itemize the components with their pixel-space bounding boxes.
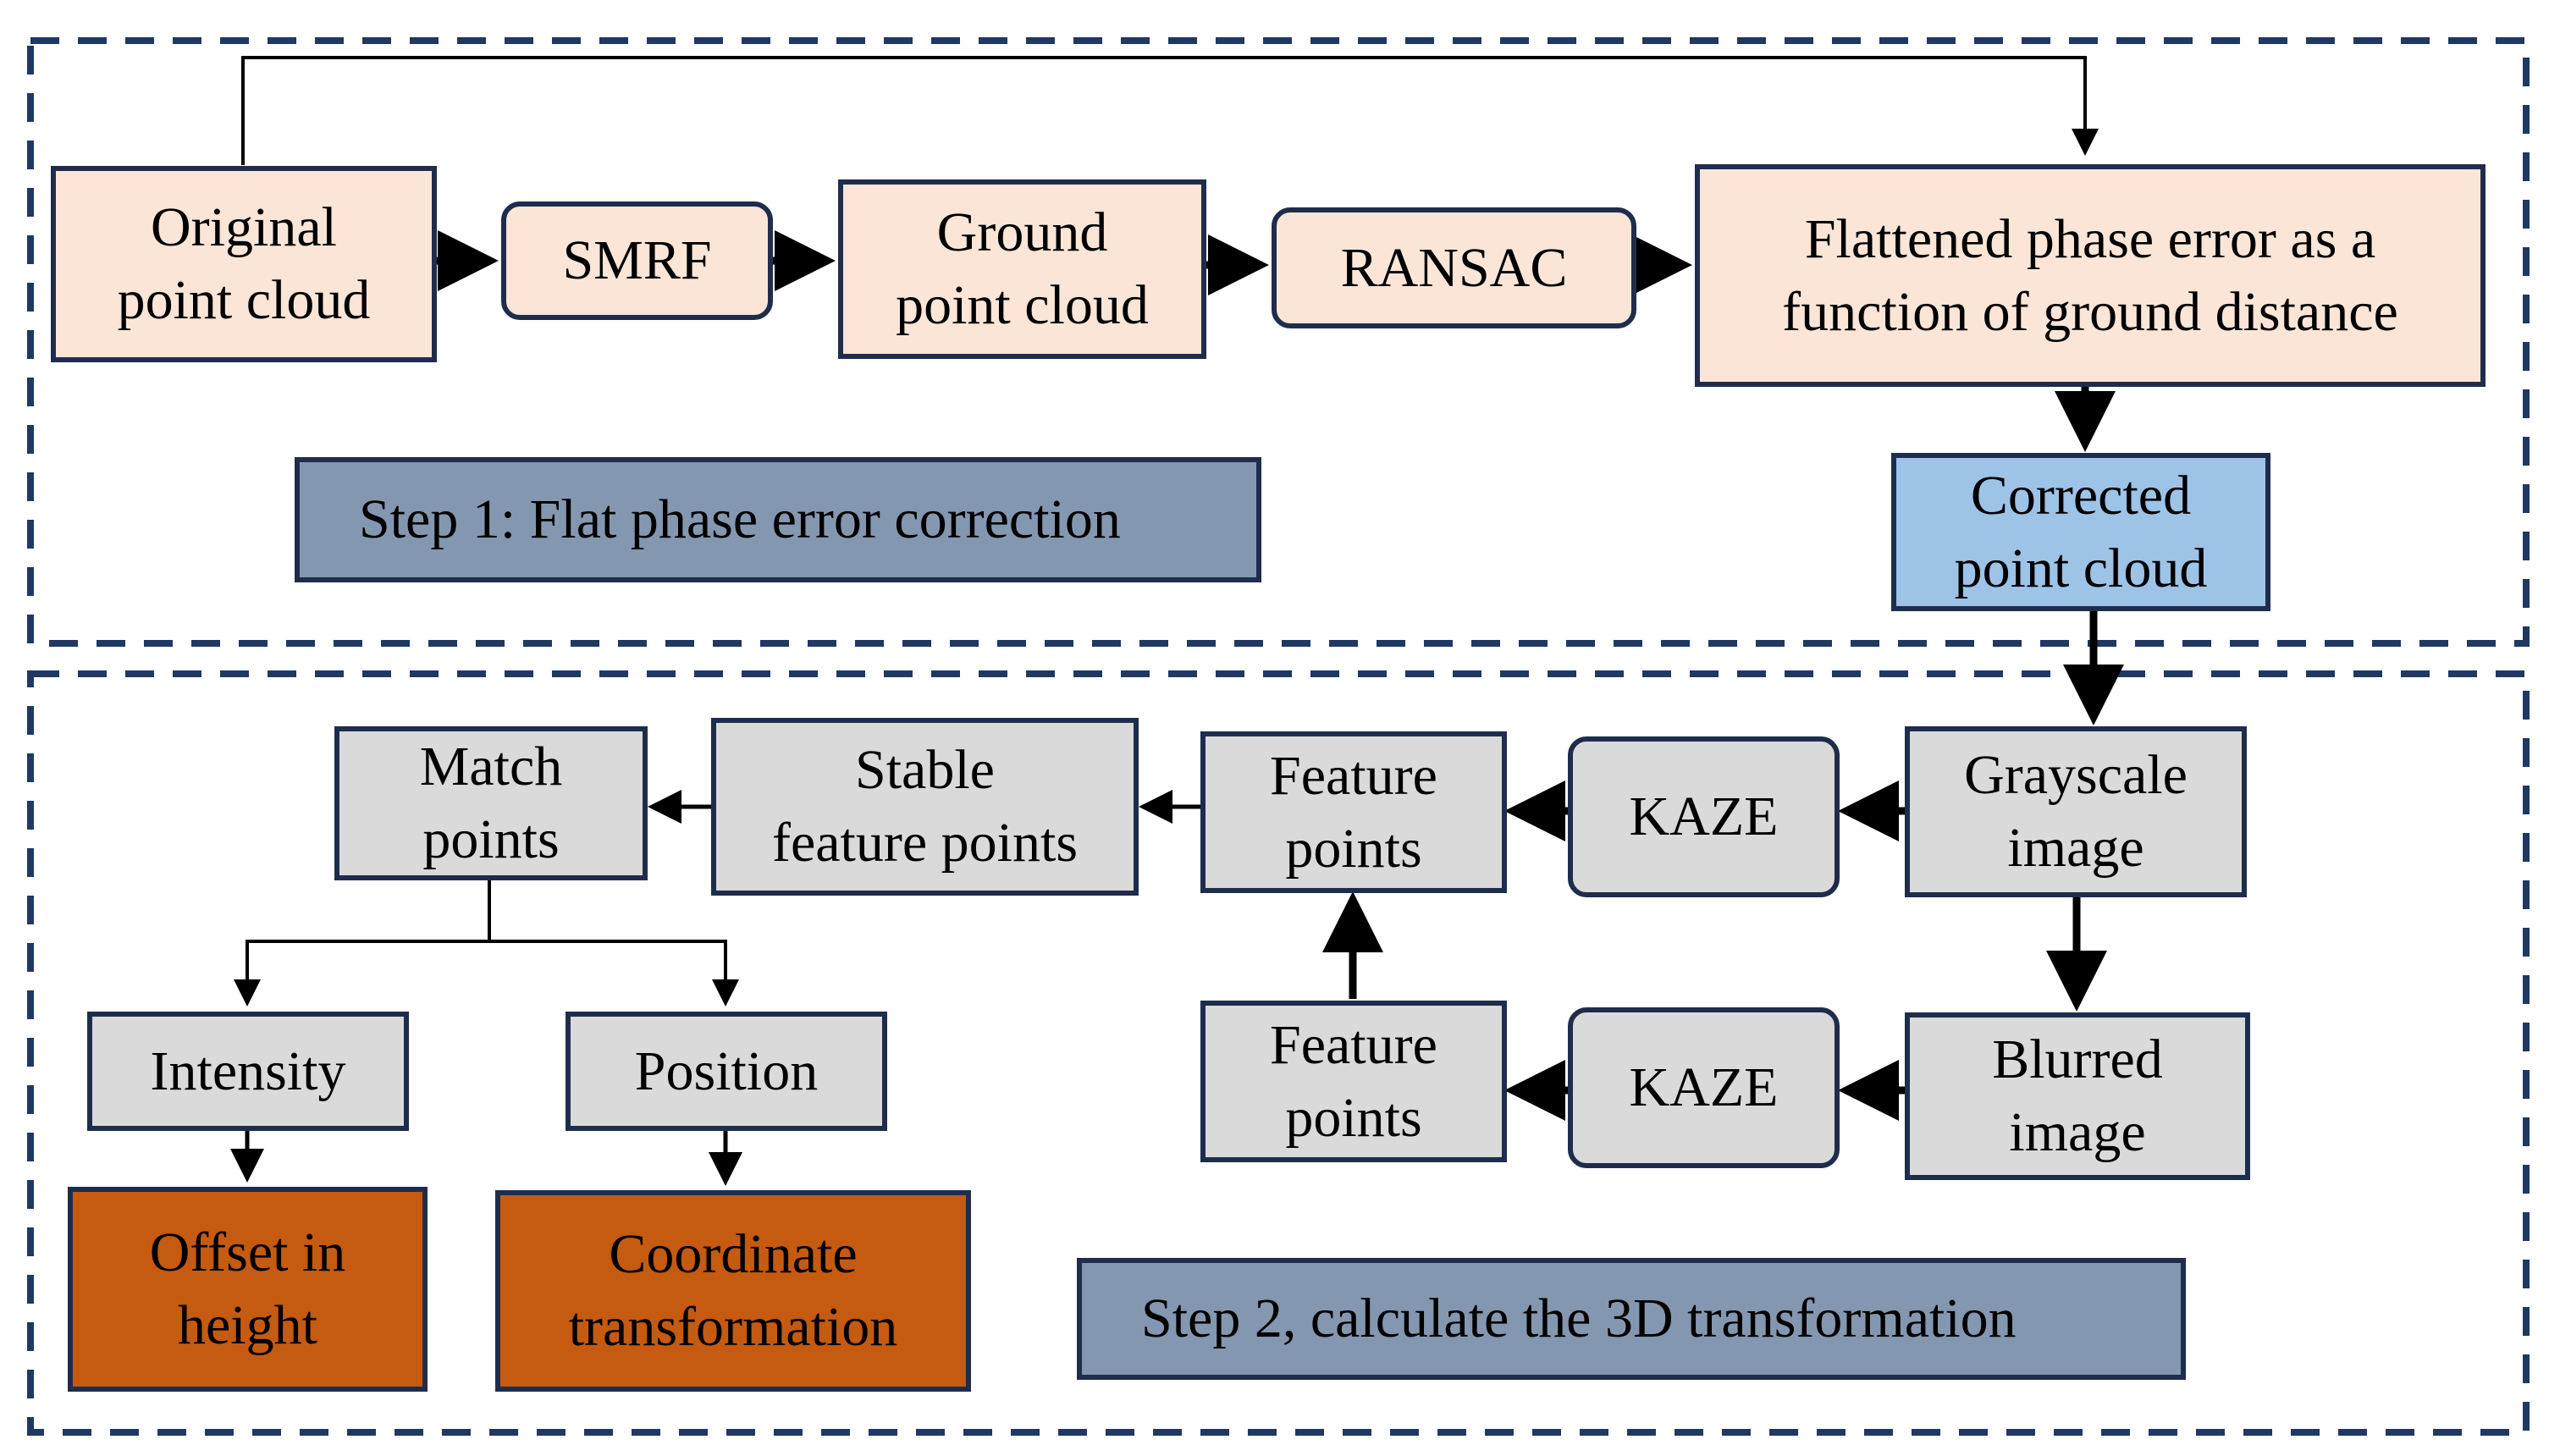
intensity-node: Intensity: [87, 1012, 409, 1131]
offset-in-height-label: Offset in height: [149, 1222, 346, 1356]
ground-point-cloud-node: Ground point cloud: [838, 179, 1206, 359]
flattened-phase-error-label: Flattened phase error as a function of g…: [1782, 207, 2398, 343]
match-points-label: Match points: [419, 736, 563, 870]
step2-dashed-frame: [27, 670, 2530, 1436]
flattened-phase-error-node: Flattened phase error as a function of g…: [1695, 164, 2486, 387]
position-label: Position: [634, 1040, 819, 1102]
feature-points-top-label: Feature points: [1270, 744, 1437, 880]
kaze-bottom-label: KAZE: [1629, 1056, 1779, 1118]
match-points-node: Match points: [334, 726, 648, 880]
ransac-label: RANSAC: [1340, 236, 1568, 299]
original-point-cloud-node: Original point cloud: [51, 166, 437, 362]
stable-feature-points-node: Stable feature points: [711, 718, 1139, 896]
step1-dashed-frame: [27, 37, 2530, 647]
kaze-top-node: KAZE: [1568, 736, 1840, 897]
feature-points-bottom-label: Feature points: [1270, 1013, 1437, 1149]
smrf-node: SMRF: [501, 201, 773, 320]
grayscale-image-label: Grayscale image: [1964, 744, 2188, 879]
arrow-match-to-position: [489, 940, 739, 1007]
feature-points-bottom-node: Feature points: [1200, 1001, 1507, 1162]
stable-feature-points-label: Stable feature points: [771, 739, 1079, 874]
blurred-image-node: Blurred image: [1905, 1012, 2250, 1180]
ransac-node: RANSAC: [1272, 207, 1636, 328]
kaze-top-label: KAZE: [1629, 786, 1779, 847]
step2-label-box: Step 2, calculate the 3D transformation: [1077, 1258, 2186, 1380]
corrected-point-cloud-node: Corrected point cloud: [1891, 453, 2270, 611]
smrf-label: SMRF: [562, 229, 712, 291]
coordinate-transformation-label: Coordinate transformation: [568, 1223, 898, 1358]
corrected-point-cloud-label: Corrected point cloud: [1954, 464, 2208, 599]
feature-points-top-node: Feature points: [1200, 731, 1507, 893]
blurred-image-label: Blurred image: [1992, 1029, 2163, 1163]
ground-point-cloud-label: Ground point cloud: [896, 201, 1149, 336]
step2-label: Step 2, calculate the 3D transformation: [1141, 1288, 2017, 1349]
arrow-match-to-intensity: [234, 880, 491, 1007]
offset-in-height-node: Offset in height: [68, 1187, 428, 1392]
grayscale-image-node: Grayscale image: [1905, 726, 2247, 897]
arrow-original-to-flattened: [241, 56, 2099, 165]
position-node: Position: [566, 1012, 887, 1131]
step1-label: Step 1: Flat phase error correction: [359, 488, 1121, 550]
intensity-label: Intensity: [150, 1040, 346, 1102]
step1-label-box: Step 1: Flat phase error correction: [295, 457, 1261, 582]
kaze-bottom-node: KAZE: [1568, 1007, 1840, 1168]
coordinate-transformation-node: Coordinate transformation: [495, 1190, 971, 1392]
original-point-cloud-label: Original point cloud: [117, 196, 371, 331]
